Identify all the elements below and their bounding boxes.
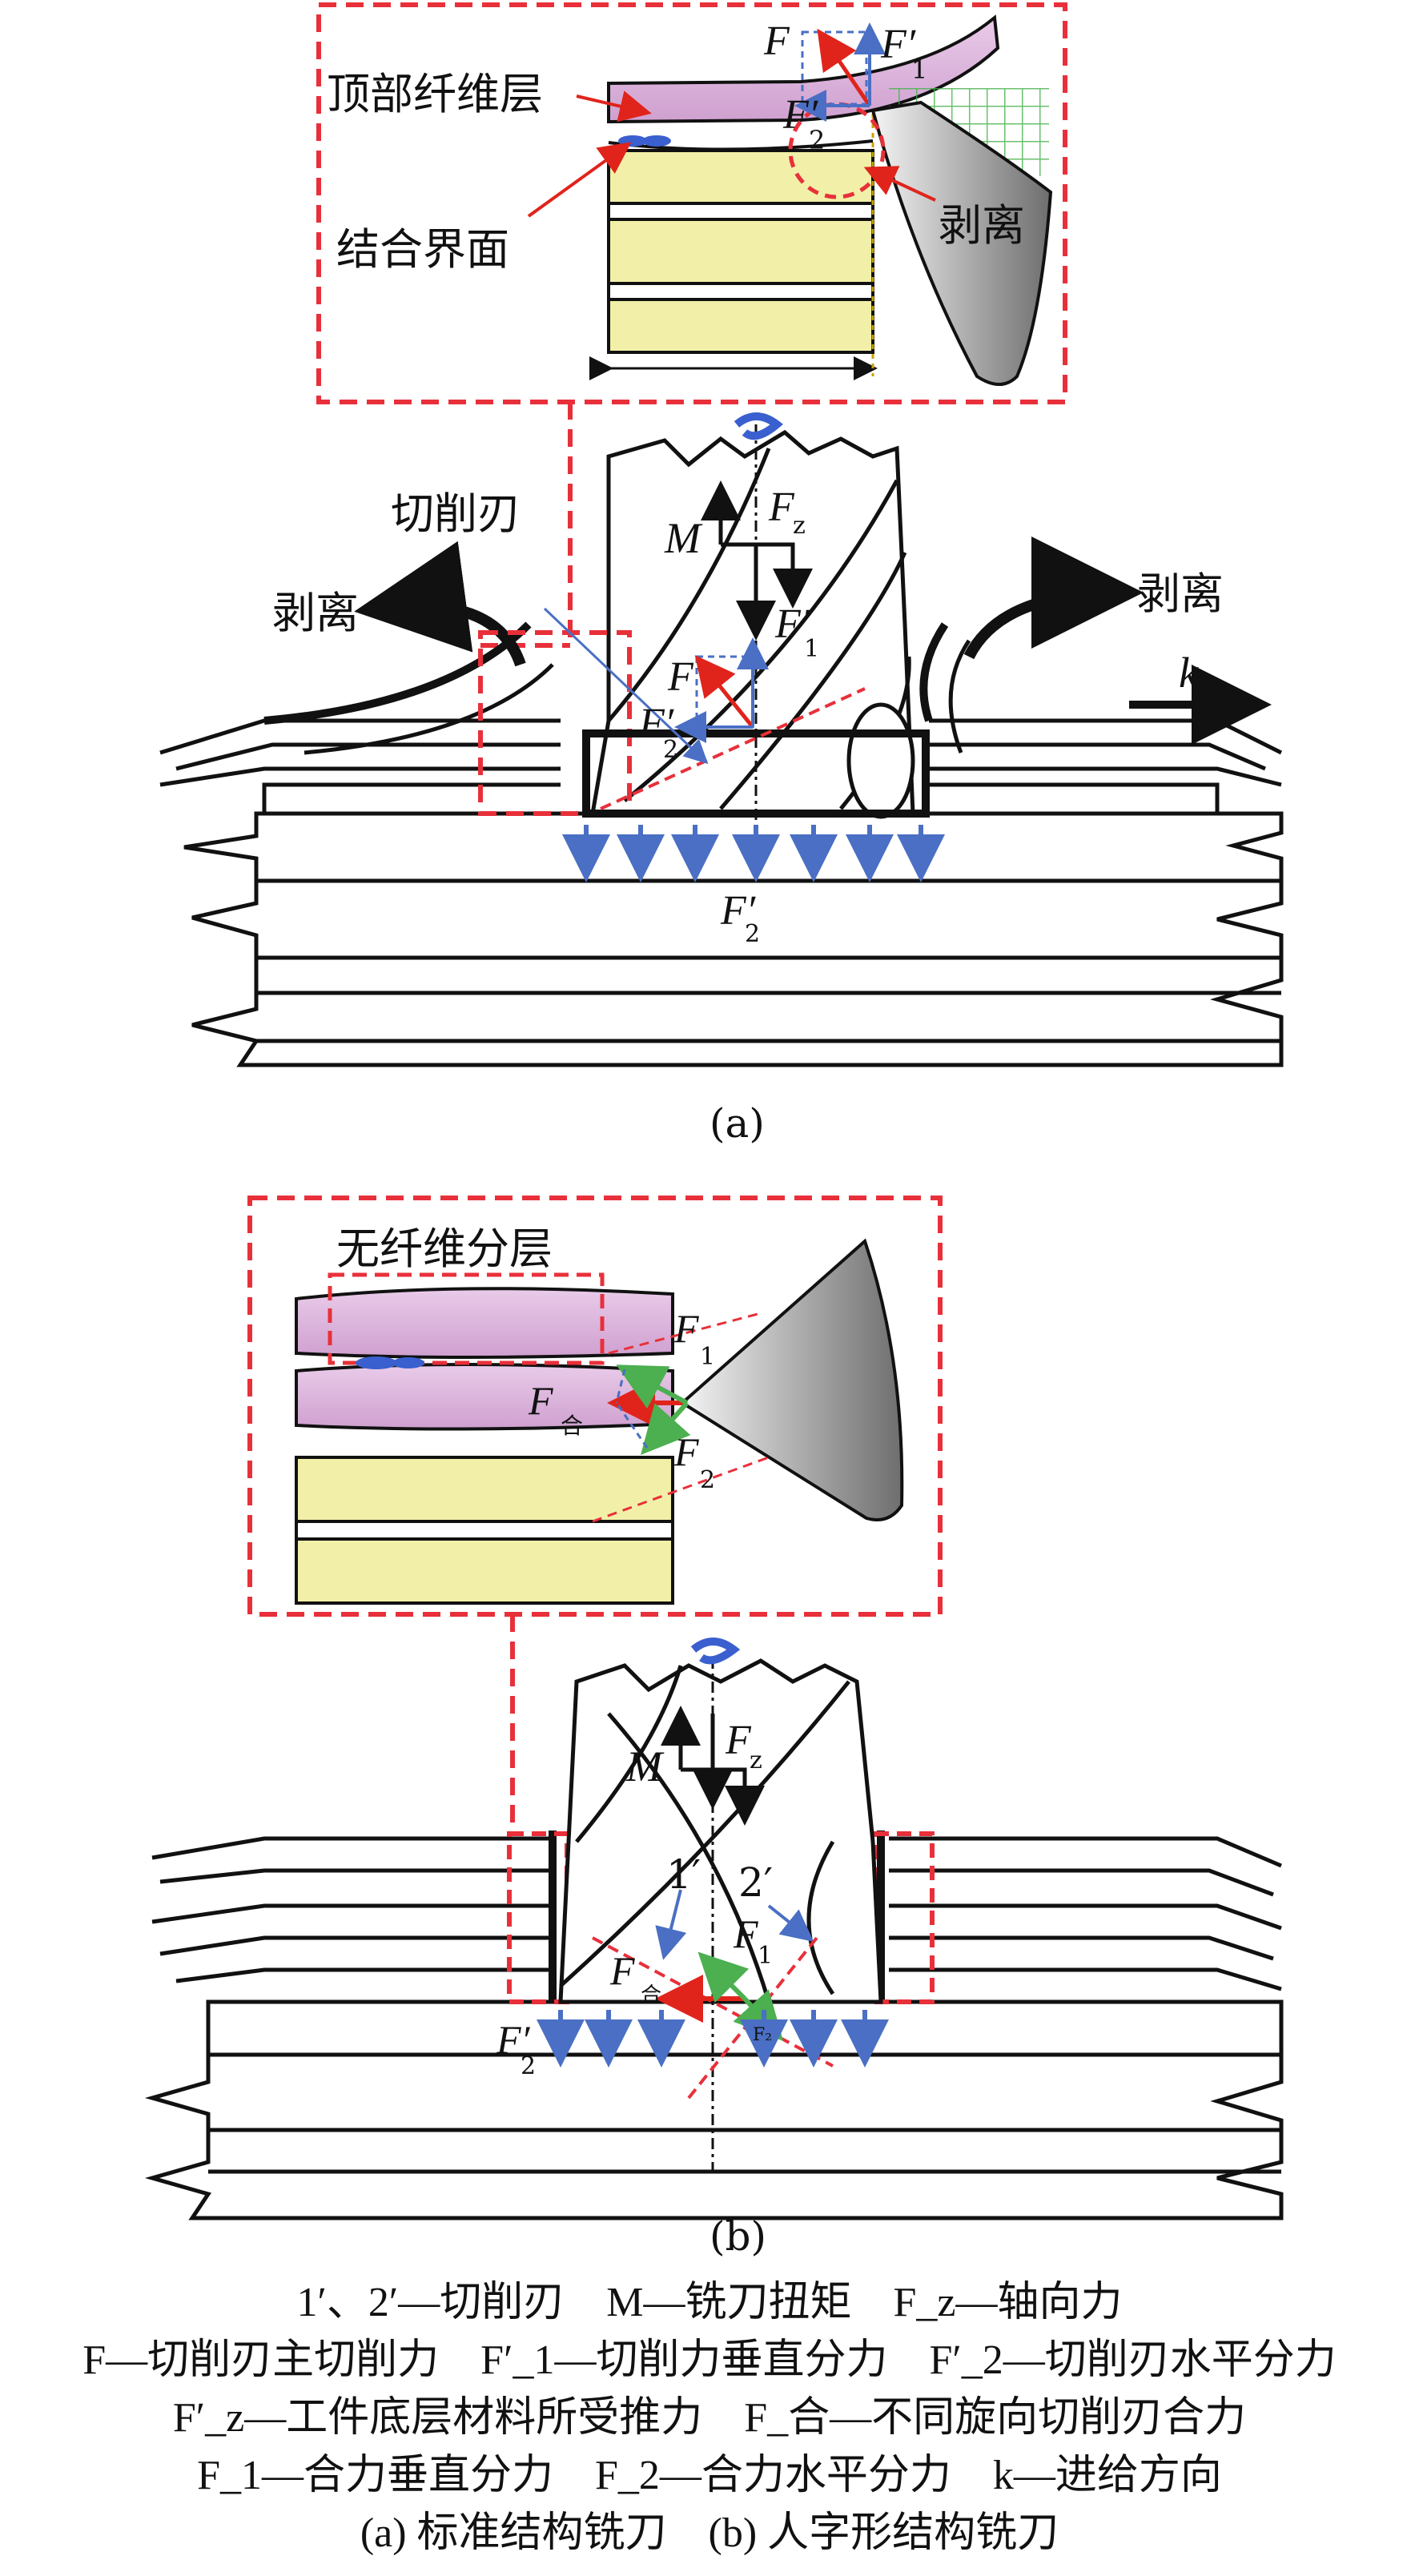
label-M-a: M: [664, 514, 703, 562]
label-F1p-a-sub: 1: [804, 635, 819, 663]
diagram-canvas: 顶部纤维层 结合界面 剥离 F F′ 1 F′ 2: [144, 2, 1284, 2260]
top-layer-pointer: [576, 90, 652, 123]
label-inset-F2p-sub: 2: [809, 125, 825, 155]
inset-b-forces: [592, 1312, 770, 1523]
label-bond-interface: 结合界面: [336, 224, 509, 275]
bond-marks-b: [356, 1356, 424, 1369]
label-inset-Fhe: F: [528, 1378, 553, 1423]
caption-a: (a): [710, 1100, 765, 1147]
legend-line-1: 1′、2′—切削刃 M—铣刀扭矩 F_z—轴向力: [296, 2280, 1123, 2325]
label-inset-F2: F: [673, 1429, 699, 1474]
label-F2p-b: F′: [496, 2017, 531, 2062]
legend-line-3: F′_z—工件底层材料所受推力 F_合—不同旋向切削刃合力: [172, 2395, 1247, 2441]
label-Fz-b: F: [725, 1718, 752, 1763]
label-top-layer: 顶部纤维层: [327, 69, 543, 119]
label-inset-F1p-sub: 1: [911, 54, 927, 85]
edge-box-left-b: [507, 1831, 569, 2004]
label-Fz-b-sub: z: [750, 1746, 762, 1774]
tool-forces-a: [701, 480, 813, 641]
legend-line-4: F_1—合力垂直分力 F_2—合力水平分力 k—进给方向: [197, 2453, 1222, 2498]
push-arrows-a: [562, 825, 945, 882]
inset-a-tool: [870, 100, 1053, 386]
peel-arrow-left: [354, 541, 526, 667]
panel-a: 顶部纤维层 结合界面 剥离 F F′ 1 F′ 2: [159, 2, 1284, 1147]
label-feed: k: [1179, 649, 1199, 697]
label-F1-b: F: [733, 1911, 758, 1956]
label-inset-F2p: F′: [782, 92, 819, 138]
inset-b-tool: [679, 1238, 904, 1521]
legend-line-5: (a) 标准结构铣刀 (b) 人字形结构铣刀: [360, 2510, 1059, 2556]
label-inset-F1: F: [673, 1306, 699, 1351]
label-Fz-a: F: [768, 484, 795, 530]
workpiece-b: [144, 1999, 1284, 2220]
label-F1-b-sub: 1: [758, 1942, 773, 1970]
label-edge2: 2′: [738, 1859, 773, 1906]
peel-arrow-right: [963, 536, 1144, 660]
peel-zone-circle: [788, 102, 886, 199]
label-inset-Fhe-sub: 合: [561, 1413, 583, 1439]
rotation-icon-b: [690, 1638, 741, 1665]
label-F2p-a-bottom: F′: [720, 888, 757, 934]
interface-pointer: [527, 142, 632, 218]
tool-forces-b: [661, 1706, 765, 1826]
peeled-layers-left-a: [159, 621, 561, 814]
label-inset-peel: 剥离: [939, 200, 1025, 251]
milling-tool-a: [590, 429, 915, 819]
inset-b-stack: [295, 1287, 674, 1605]
label-F-a: F: [667, 654, 694, 700]
no-delam-box: [328, 1272, 605, 1365]
inset-a-connector: [480, 402, 573, 648]
label-inset-F: F: [763, 18, 790, 64]
layers-left-b: [151, 1831, 557, 2002]
label-F2p-a-bottom-sub: 2: [745, 920, 760, 948]
label-cutting-edge: 切削刃: [391, 488, 521, 539]
label-inset-F1p: F′: [880, 22, 917, 67]
panel-b: 无纤维分层 F 1 F 合 F 2: [144, 1196, 1284, 2260]
caption-b: (b): [710, 2213, 766, 2260]
label-F2p-a-sub: 2: [663, 736, 678, 764]
label-M-b: M: [625, 1742, 665, 1790]
label-F2p-a: F′: [638, 701, 675, 746]
label-F2p-b-sub: 2: [521, 2052, 536, 2080]
label-peel-right: 剥离: [1137, 569, 1224, 619]
layers-right-b: [877, 1831, 1282, 2002]
label-Fz-a-sub: z: [793, 512, 806, 540]
workpiece-a: [183, 811, 1284, 1067]
milling-tool-b: [558, 1658, 883, 2004]
peel-pointer: [863, 166, 936, 202]
label-no-delam: 无纤维分层: [336, 1224, 553, 1274]
push-arrows-b: [537, 2010, 889, 2068]
rotation-icon-a: [734, 412, 783, 440]
label-peel-left: 剥离: [272, 588, 359, 638]
cutting-forces-a: [543, 607, 866, 810]
label-F2small-b: F₂: [753, 2025, 772, 2045]
label-Fhe-b: F: [609, 1948, 635, 1993]
label-edge1: 1′: [666, 1851, 701, 1898]
label-Fhe-b-sub: 合: [641, 1983, 661, 2007]
legend-line-2: F—切削刃主切削力 F′_1—切削力垂直分力 F′_2—切削刃水平分力: [82, 2337, 1337, 2383]
label-inset-F1-sub: 1: [700, 1343, 715, 1371]
inset-a-forces: [794, 22, 886, 122]
label-F1p-a: F′: [774, 601, 811, 647]
inset-b-frame: [247, 1196, 943, 1617]
label-inset-F2-sub: 2: [700, 1466, 715, 1494]
